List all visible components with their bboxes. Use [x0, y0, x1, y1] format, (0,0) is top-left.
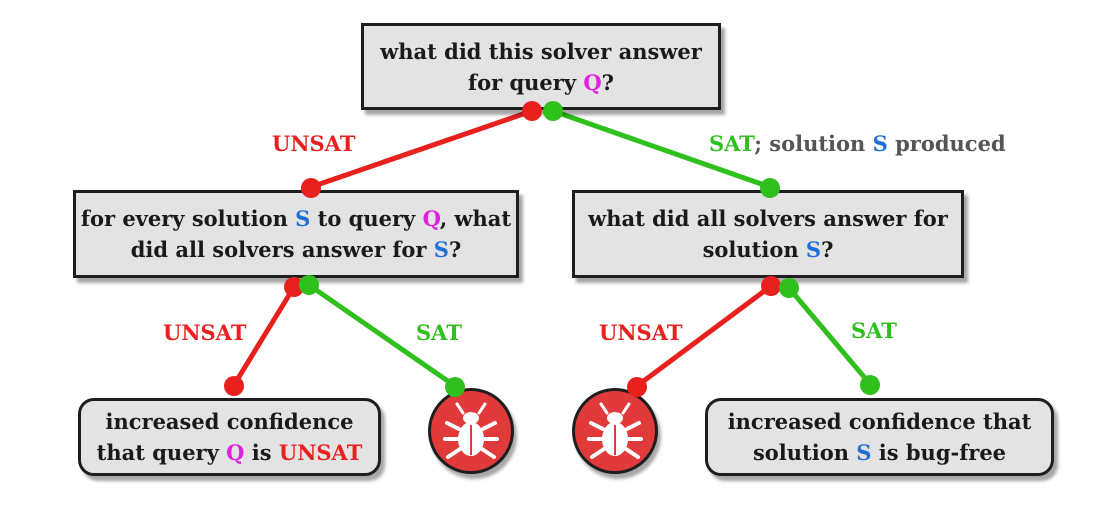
dot-left-sat: [299, 275, 319, 295]
root-line1: what did this solver answer: [380, 38, 702, 64]
dot-leaf-right: [860, 375, 880, 395]
edge-label-root-unsat: UNSAT: [272, 131, 356, 156]
dot-right-top: [760, 178, 780, 198]
leaf-right-line2-post: is bug-free: [871, 440, 1007, 465]
edge-label-right-unsat: UNSAT: [599, 320, 683, 345]
left-question-box: for every solution S to query Q, what di…: [73, 190, 519, 278]
edge-label-root-sat: SAT; solution S produced: [709, 131, 1006, 157]
root-sat-rest-post: produced: [887, 131, 1006, 156]
solution-s: S: [805, 237, 822, 262]
solution-s: S: [295, 206, 311, 231]
leaf-left-line2-pre: that query: [96, 440, 227, 465]
dot-right-sat: [779, 278, 799, 298]
query-q: Q: [226, 440, 245, 465]
solution-s: S: [856, 440, 872, 465]
left-line1-post: , what: [439, 206, 512, 231]
dot-left-top: [301, 178, 321, 198]
leaf-right-line1: increased confidence that: [727, 409, 1032, 434]
bug-icon: [428, 388, 514, 474]
root-line2-pre: for query: [468, 69, 584, 95]
edge-right-sat: [787, 286, 872, 386]
left-line1-mid: to query: [310, 206, 423, 231]
right-line1: what did all solvers answer for: [588, 206, 948, 231]
right-line2-pre: solution: [702, 237, 806, 262]
leaf-left-line2-mid: is: [244, 440, 279, 465]
query-q: Q: [422, 206, 440, 231]
root-question-box: what did this solver answer for query Q?: [361, 23, 721, 110]
bug-icon: [572, 388, 658, 474]
root-sat-rest-pre: ; solution: [754, 131, 873, 156]
left-line2-pre: did all solvers answer for: [130, 237, 434, 262]
dot-bug-left: [445, 377, 465, 397]
root-sat-word: SAT: [709, 131, 755, 156]
dot-right-unsat: [761, 276, 781, 296]
left-line1-pre: for every solution: [80, 206, 296, 231]
dot-left-unsat: [284, 277, 304, 297]
edge-label-left-sat: SAT: [416, 320, 462, 345]
leaf-unsat-confidence-box: increased confidence that query Q is UNS…: [78, 398, 381, 476]
query-q: Q: [583, 69, 602, 95]
edge-label-right-sat: SAT: [851, 318, 897, 343]
unsat-word: UNSAT: [278, 440, 363, 465]
solution-s: S: [433, 237, 449, 262]
solution-s: S: [872, 131, 888, 156]
left-line2-post: ?: [448, 237, 462, 262]
edge-right-unsat: [635, 283, 773, 389]
edge-left-unsat: [231, 285, 297, 387]
dot-leaf-left: [224, 376, 244, 396]
edge-left-sat: [307, 282, 457, 389]
edge-root-unsat: [310, 108, 533, 190]
dot-root-unsat: [522, 101, 542, 121]
edge-root-sat: [552, 108, 771, 190]
leaf-right-line2-pre: solution: [752, 440, 857, 465]
leaf-left-line1: increased confidence: [105, 409, 354, 434]
root-line2-post: ?: [601, 69, 614, 95]
dot-bug-right: [627, 377, 647, 397]
edge-label-left-unsat: UNSAT: [163, 320, 247, 345]
leaf-bug-free-box: increased confidence that solution S is …: [705, 398, 1054, 476]
right-line2-post: ?: [821, 237, 834, 262]
dot-root-sat: [543, 101, 563, 121]
